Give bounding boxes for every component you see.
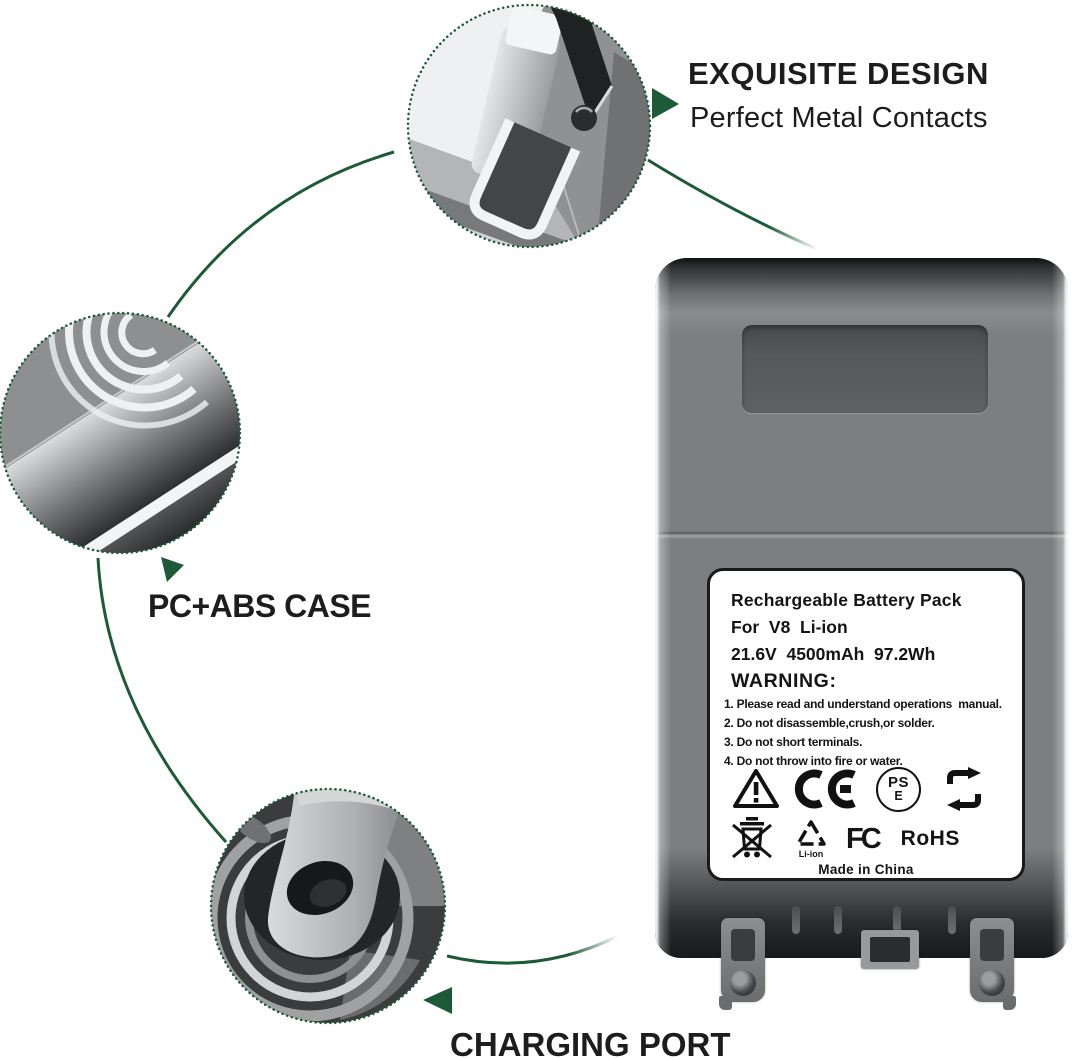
dotted-circle-metal-contacts [406, 3, 652, 249]
connector-line-contacts-to-case [166, 150, 395, 318]
warning-item: 2. Do not disassemble,crush,or solder. [724, 716, 935, 730]
warning-triangle-icon [733, 769, 779, 808]
pse-text-top: PS [887, 773, 909, 791]
battery-vent-slot [893, 906, 901, 933]
dotted-circle-case [0, 311, 242, 555]
recycle-square-icon [947, 767, 981, 811]
label-warning-title: WARNING: [731, 670, 837, 692]
pse-text-bottom: E [894, 788, 903, 803]
battery-top-recess [742, 325, 988, 413]
battery-vent-slot [792, 906, 800, 933]
label-specs: 21.6V 4500mAh 97.2Wh [731, 644, 936, 664]
screw-icon [979, 970, 1005, 996]
pse-mark-icon: PS E [876, 766, 921, 812]
rohs-label: RoHS [900, 827, 960, 850]
li-ion-recycle-icon: Li-ion [794, 819, 828, 859]
connector-line-case-to-port [96, 557, 228, 844]
case-callout-label: PC+ABS CASE [148, 588, 372, 624]
dotted-circle-charging-port [209, 787, 447, 1025]
arrow-design-icon [652, 88, 679, 119]
charging-callout-label: CHARGING PORT [450, 1026, 731, 1060]
battery-charging-port-tab [861, 930, 919, 969]
label-compatibility: For V8 Li-ion [731, 617, 848, 637]
recycle-triangle-icon [796, 820, 826, 846]
clip-notch [980, 929, 1004, 961]
label-product-name: Rechargeable Battery Pack [731, 590, 962, 610]
battery-mount-clip-right [970, 918, 1016, 1010]
battery-pack-photo: Rechargeable Battery Pack For V8 Li-ion … [655, 258, 1068, 1010]
ce-mark-icon [794, 769, 856, 809]
weee-bin-icon [732, 817, 772, 859]
fcc-mark-icon: FC [846, 822, 882, 855]
warning-item: 4. Do not throw into fire or water. [724, 754, 903, 768]
connector-line-port-to-battery [446, 934, 619, 965]
battery-vent-slot [834, 906, 842, 933]
li-ion-text: Li-ion [798, 849, 824, 859]
arrow-case-icon [161, 557, 184, 582]
certification-icons-row-2: Li-ion FC RoHS [732, 817, 1006, 861]
made-in-text: Made in China [818, 862, 914, 877]
design-callout-title: EXQUISITE DESIGN [688, 56, 989, 91]
clip-notch [731, 929, 755, 961]
warning-item: 3. Do not short terminals. [724, 735, 863, 749]
battery-vent-slot [948, 906, 956, 933]
charging-port-opening [870, 937, 910, 962]
label-warning-list: 1. Please read and understand operations… [724, 695, 1002, 771]
connector-line-contacts-to-battery [647, 158, 818, 251]
arrow-charging-icon [423, 987, 452, 1014]
warning-item: 1. Please read and understand operations… [724, 697, 1002, 711]
battery-mount-clip-left [719, 918, 765, 1010]
battery-spec-label: Rechargeable Battery Pack For V8 Li-ion … [707, 568, 1025, 881]
charging-port-photo [211, 789, 445, 1023]
screw-icon [730, 970, 756, 996]
certification-icons-row-1: PS E [732, 765, 1006, 813]
design-callout-subtitle: Perfect Metal Contacts [690, 102, 988, 134]
